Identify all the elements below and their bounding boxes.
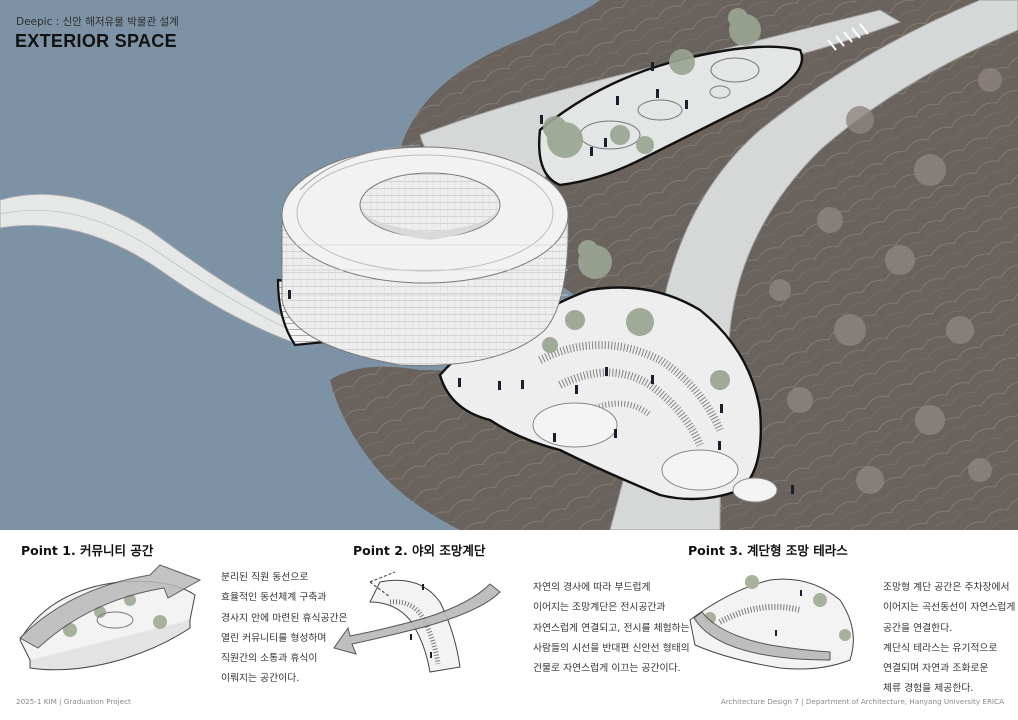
point-3-line: 계단식 테라스는 유기적으로 xyxy=(883,642,998,654)
point-1-line: 직원간의 소통과 휴식이 xyxy=(221,653,318,665)
point-3-line: 공간을 연결한다. xyxy=(883,622,953,634)
project-subtitle: Deepic : 신안 해저유물 박물관 설계 xyxy=(16,16,179,28)
axonometric-svg xyxy=(0,0,1018,530)
point-3-diagram xyxy=(680,560,870,684)
museum-building xyxy=(281,144,569,367)
point-2-line: 건물로 자연스럽게 이끄는 공간이다. xyxy=(533,663,681,675)
point-2-line: 자연의 경사에 따라 부드럽게 xyxy=(533,582,651,593)
point-1-title: Point 1. 커뮤니티 공간 xyxy=(21,543,154,558)
point-1-diagram xyxy=(10,560,215,679)
point-2-diagram xyxy=(330,562,520,681)
tree-icon xyxy=(542,8,761,390)
point-3-description: 조망형 계단 공간은 주차장에서 이어지는 곡선동선이 자연스럽게 공간을 연결… xyxy=(883,578,1015,700)
entry-arrow-icon xyxy=(693,611,831,661)
community-garden-boundary xyxy=(538,45,804,187)
point-2-line: 이어지는 조망계단은 전시공간과 xyxy=(533,602,666,614)
point-2-line: 사람들의 시선을 반대편 신안선 형태의 xyxy=(533,642,690,654)
staff-entrance-arrow-icon xyxy=(19,564,202,649)
exterior-axonometric-drawing xyxy=(0,0,1018,530)
point-3-line: 이어지는 곡선동선이 자연스럽게 xyxy=(883,602,1016,614)
point-1-line: 열린 커뮤니티를 형성하며 xyxy=(221,632,327,644)
point-2-line: 자연스럽게 연결되고, 전시를 체험하는 xyxy=(533,622,690,634)
point-2-title: Point 2. 야외 조망계단 xyxy=(353,543,486,558)
point-1-line: 효율적인 동선체계 구축과 xyxy=(221,592,327,604)
point-1-line: 분리된 직원 동선으로 xyxy=(221,572,309,583)
point-1-line: 경사지 안에 마련된 휴식공간은 xyxy=(221,612,348,624)
view-direction-arrow-icon xyxy=(333,583,501,655)
point-3-title: Point 3. 계단형 조망 테라스 xyxy=(688,543,848,558)
hillside-trees xyxy=(769,68,1002,494)
crosswalk xyxy=(827,23,869,51)
footer-right: Architecture Design 7 | Department of Ar… xyxy=(720,697,1004,706)
point-1-description: 분리된 직원 동선으로 효율적인 동선체계 구축과 경사지 안에 마련된 휴식공… xyxy=(221,568,348,690)
point-2-description: 자연의 경사에 따라 부드럽게 이어지는 조망계단은 전시공간과 자연스럽게 연… xyxy=(533,578,690,679)
page-title: EXTERIOR SPACE xyxy=(15,31,177,51)
point-3-line: 조망형 계단 공간은 주차장에서 xyxy=(883,582,1010,593)
footer-left: 2025-1 KIM | Graduation Project xyxy=(16,697,131,706)
person-icon xyxy=(288,62,794,494)
point-3-line: 연결되며 자연과 조화로운 xyxy=(883,663,989,675)
point-3-line: 체류 경험을 제공한다. xyxy=(883,683,974,695)
point-1-line: 이뤄지는 공간이다. xyxy=(221,673,300,685)
